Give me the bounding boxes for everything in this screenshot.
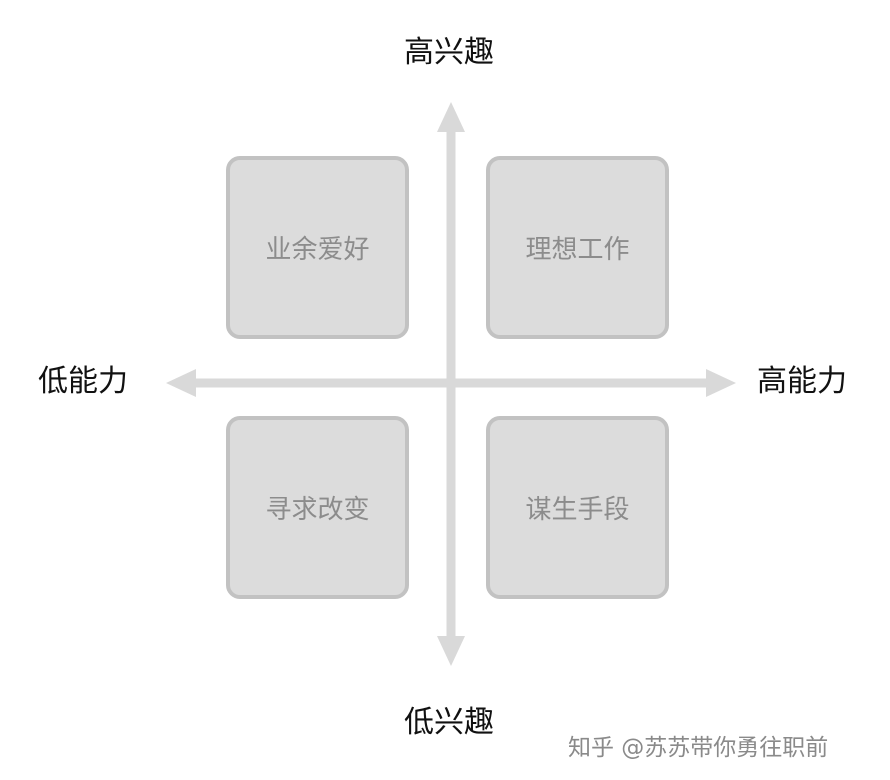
watermark: 知乎 @苏苏带你勇往职前	[568, 735, 829, 761]
arrow-left-icon	[166, 369, 196, 397]
quadrant-seek-change: 寻求改变	[226, 416, 409, 599]
quadrant-label: 寻求改变	[265, 495, 370, 525]
axis-label-high-interest: 高兴趣	[404, 35, 494, 70]
axis-label-high-ability: 高能力	[757, 364, 847, 399]
quadrant-label: 理想工作	[525, 235, 630, 265]
arrow-down-icon	[437, 636, 465, 666]
quadrant-label: 谋生手段	[525, 495, 630, 525]
arrow-up-icon	[437, 102, 465, 132]
quadrant-ideal-job: 理想工作	[486, 156, 669, 339]
quadrant-hobby: 业余爱好	[226, 156, 409, 339]
quadrant-label: 业余爱好	[265, 235, 370, 265]
arrow-right-icon	[706, 369, 736, 397]
quadrant-livelihood: 谋生手段	[486, 416, 669, 599]
axis-label-low-ability: 低能力	[38, 364, 128, 399]
axis-label-low-interest: 低兴趣	[404, 705, 494, 740]
